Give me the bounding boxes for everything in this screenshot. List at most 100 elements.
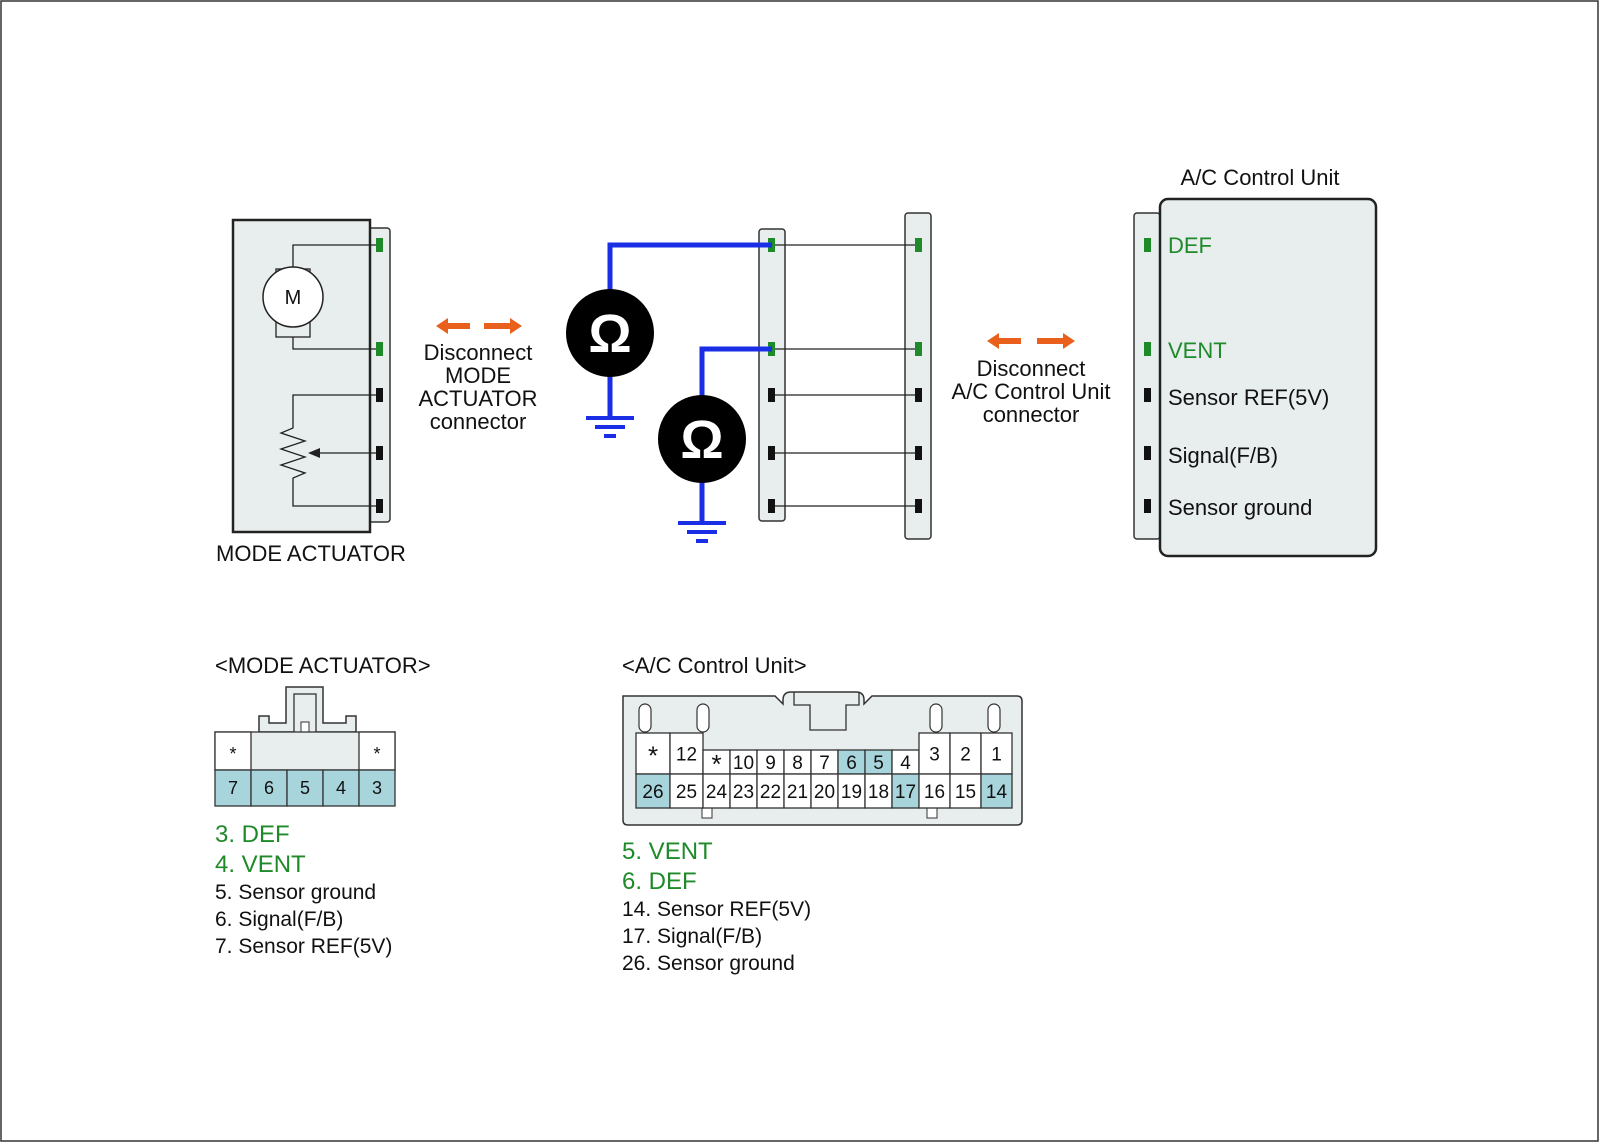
pin-number: 15 [955,782,976,803]
svg-text:connector: connector [983,402,1080,427]
pin-number: 21 [787,782,808,803]
pin-number: 2 [960,745,971,766]
pin-number: 25 [676,782,697,803]
pin-number: * [648,741,658,771]
svg-text:*: * [229,744,236,764]
pin-number: 23 [733,782,754,803]
svg-text:5: 5 [300,778,310,798]
pin-number: 5 [873,753,884,774]
svg-text:4: 4 [336,778,346,798]
arrow-right-icon [1037,333,1075,349]
pin-cell [702,749,731,775]
pin-def [376,238,383,252]
pin-number: 7 [819,753,830,774]
ohmmeter-icon [658,395,746,483]
ac-pin-label: DEF [1168,233,1212,258]
ac-pin-label: VENT [1168,338,1227,363]
pin-number: 20 [814,782,835,803]
pin-number: 16 [924,782,945,803]
pin-number: 9 [765,753,776,774]
pin-cell [783,749,812,775]
ac-unit-connector [1133,212,1161,540]
pin-number: 1 [991,745,1002,766]
svg-text:3: 3 [372,778,382,798]
disconnect-arrows-right [987,333,1075,349]
legend-item: 26. Sensor ground [622,952,795,975]
pin-number: 18 [868,782,889,803]
svg-text:6: 6 [264,778,274,798]
disconnect-right-label: Disconnect A/C Control Unit connector [952,356,1111,427]
ac-unit-body [1158,197,1378,558]
ac-pin-label: Sensor ground [1168,495,1312,520]
pin-number: 10 [733,753,754,774]
svg-text:connector: connector [430,409,527,434]
legend-item: 3. DEF [215,821,290,848]
pin-cell [756,749,785,775]
pin-cell [783,773,812,809]
pin-number: 8 [792,753,803,774]
legend-item: 14. Sensor REF(5V) [622,898,811,921]
legend-item: 6. Signal(F/B) [215,908,343,931]
pin-cell [837,749,866,775]
motor-icon [262,266,324,328]
pin-cell [891,773,920,809]
pin-cell [980,773,1013,809]
pin-cell [756,773,785,809]
pin-cell [810,773,839,809]
ac-connector-legend: 5. VENT 6. DEF 14. Sensor REF(5V) 17. Si… [622,838,811,975]
svg-text:MODE: MODE [445,363,511,388]
ac-pin-label: Signal(F/B) [1168,443,1278,468]
pin-cell [918,773,951,809]
svg-text:Ω: Ω [588,304,631,364]
ac-unit-title: A/C Control Unit [1181,165,1340,190]
pin-number: 22 [760,782,781,803]
legend-item: 5. Sensor ground [215,881,376,904]
disconnect-left-label: Disconnect MODE ACTUATOR connector [419,340,538,434]
legend-item: 5. VENT [622,838,713,865]
mode-connector-legend: 3. DEF 4. VENT 5. Sensor ground 6. Signa… [215,821,392,958]
pin-number: 17 [895,782,916,803]
pin-cell [669,773,704,809]
pin-cell [949,773,982,809]
pin-vent [376,342,383,356]
svg-text:ACTUATOR: ACTUATOR [419,386,538,411]
svg-text:Disconnect: Disconnect [977,356,1086,381]
legend-item: 7. Sensor REF(5V) [215,935,392,958]
pin-cell [949,732,982,775]
pin-number: 19 [841,782,862,803]
pin-number: 6 [846,753,857,774]
mode-connector-title: <MODE ACTUATOR> [215,653,431,678]
ohmmeter-2: Ω [658,346,772,543]
pin-cell [918,732,951,775]
disconnect-arrows-left [436,318,522,334]
potentiometer-icon [278,394,376,507]
pin-ground [376,499,383,513]
pin-number: 14 [986,782,1008,803]
pin-number: 3 [929,745,940,766]
legend-item: 4. VENT [215,851,306,878]
harness-connector-right [904,212,932,540]
ac-pin-label: Sensor REF(5V) [1168,385,1329,410]
legend-item: 6. DEF [622,868,697,895]
pin-cell [635,773,671,809]
arrow-left-icon [987,333,1021,349]
svg-text:A/C Control Unit: A/C Control Unit [952,379,1111,404]
mode-actuator-body [231,218,372,534]
wiper-arrow-icon [308,448,320,458]
pin-number: 24 [706,782,728,803]
pin-number: * [711,749,721,779]
wiring-harness [758,212,932,540]
ac-control-unit: A/C Control Unit DEF VENT Sensor REF(5V)… [1133,165,1378,558]
svg-text:*: * [373,744,380,764]
pin-ref [376,388,383,402]
harness-connector-left [758,228,786,522]
pin-cell [702,773,731,809]
pin-cell [980,732,1013,775]
pin-signal [376,446,383,460]
mode-actuator-title: MODE ACTUATOR [216,541,406,566]
pin-cell [669,732,704,775]
